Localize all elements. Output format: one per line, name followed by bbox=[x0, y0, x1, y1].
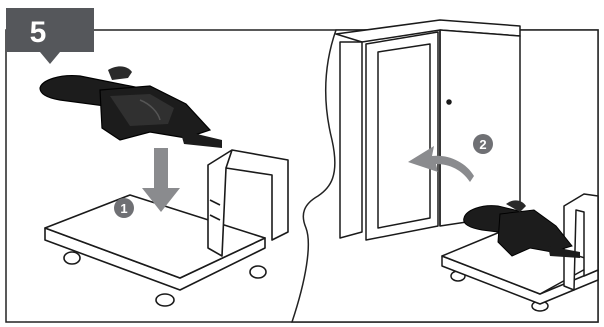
callout-2-label: 2 bbox=[479, 137, 486, 152]
step-number: 5 bbox=[30, 16, 47, 49]
callout-1: 1 bbox=[114, 198, 134, 218]
callout-2: 2 bbox=[473, 134, 493, 154]
callout-1-label: 1 bbox=[120, 201, 127, 216]
